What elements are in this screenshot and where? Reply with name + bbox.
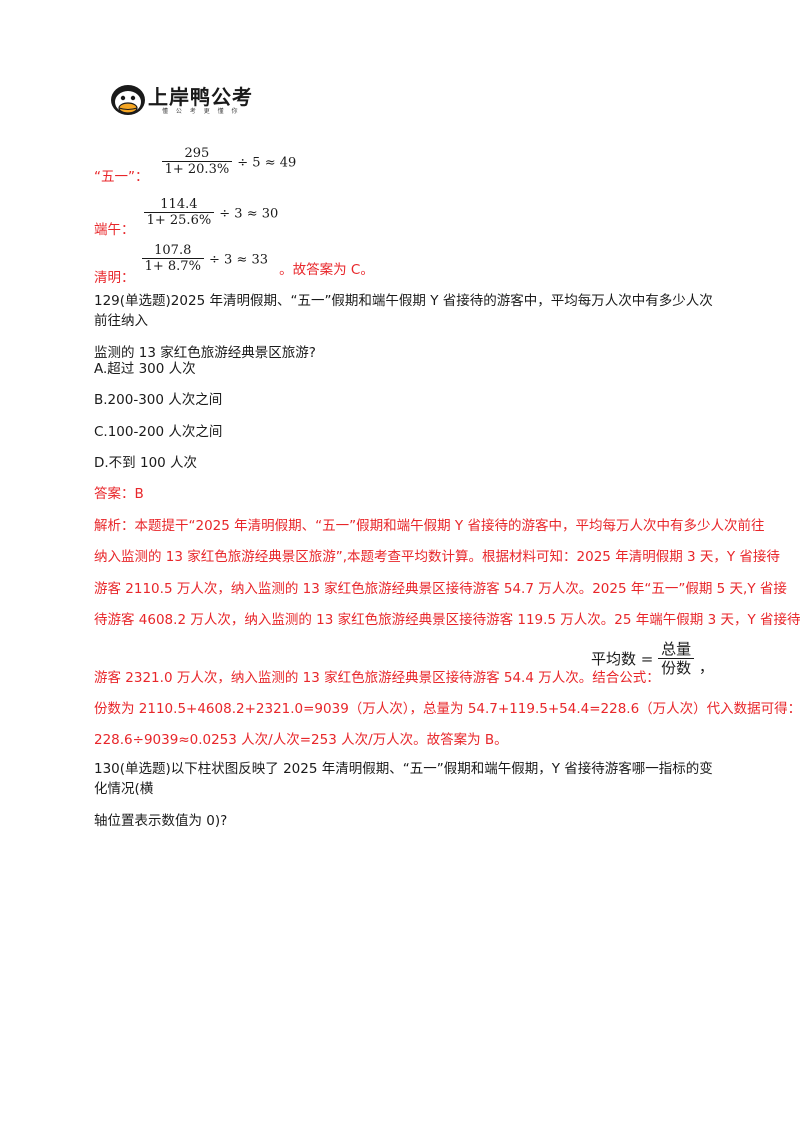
- option-d[interactable]: D.不到 100 人次: [94, 455, 198, 471]
- question-129-stem: 129(单选题)2025 年清明假期、“五一”假期和端午假期 Y 省接待的游客中…: [94, 291, 714, 363]
- formula-fraction: 107.8 1+ 8.7%: [141, 243, 204, 275]
- formula-label: 清明：: [94, 269, 135, 286]
- logo-name: 上岸鸭公考: [148, 85, 253, 109]
- formula-numerator: 295: [161, 146, 233, 162]
- formula-numerator: 总量: [658, 640, 695, 659]
- stem-line: 监测的 13 家红色旅游经典景区旅游?: [94, 345, 316, 361]
- formula-denominator: 1+ 25.6%: [146, 213, 212, 228]
- analysis-line: 解析：本题提干“2025 年清明假期、“五一”假期和端午假期 Y 省接待的游客中…: [94, 518, 765, 534]
- question-130-stem: 130(单选题)以下柱状图反映了 2025 年清明假期、“五一”假期和端午假期，…: [94, 759, 714, 831]
- formula-label: “五一”：: [94, 168, 149, 185]
- option-c[interactable]: C.100-200 人次之间: [94, 424, 223, 440]
- formula-wuyi: “五一”： 295 1+ 20.3% ÷ 5 ≈ 49: [94, 146, 297, 185]
- formula-duanwu: 端午： 114.4 1+ 25.6% ÷ 3 ≈ 30: [94, 197, 279, 238]
- analysis-line: 纳入监测的 13 家红色旅游经典景区旅游”,本题考查平均数计算。根据材料可知：2…: [94, 549, 780, 565]
- formula-lhs: 平均数 =: [591, 650, 654, 668]
- option-b[interactable]: B.200-300 人次之间: [94, 392, 223, 408]
- answer-text: 答案：B: [94, 486, 144, 502]
- formula-label: 端午：: [94, 221, 135, 238]
- analysis-line: 游客 2321.0 万人次，纳入监测的 13 家红色旅游经典景区接待游客 54.…: [94, 670, 660, 686]
- formula-tail: ÷ 5 ≈ 49: [237, 155, 297, 171]
- formula-tail: ÷ 3 ≈ 33: [209, 252, 269, 268]
- formula-numerator: 107.8: [141, 243, 204, 259]
- formula-qingming: 清明： 107.8 1+ 8.7% ÷ 3 ≈ 33 。故答案为 C。: [94, 243, 374, 286]
- formula-fraction: 114.4 1+ 25.6%: [143, 197, 215, 229]
- formula-denominator: 份数: [661, 659, 692, 677]
- analysis-line: 游客 2110.5 万人次，纳入监测的 13 家红色旅游经典景区接待游客 54.…: [94, 581, 787, 597]
- brand-logo: 上岸鸭公考 懂 公 考 更 懂 你: [108, 78, 258, 120]
- stem-line: 129(单选题)2025 年清明假期、“五一”假期和端午假期 Y 省接待的游客中…: [94, 293, 713, 329]
- average-formula: 平均数 = 总量 份数 ，: [591, 640, 714, 677]
- stem-line: 130(单选题)以下柱状图反映了 2025 年清明假期、“五一”假期和端午假期，…: [94, 761, 713, 797]
- formula-numerator: 114.4: [143, 197, 215, 213]
- formula-fraction: 295 1+ 20.3%: [161, 146, 233, 178]
- analysis-line: 228.6÷9039≈0.0253 人次/人次=253 人次/万人次。故答案为 …: [94, 732, 508, 748]
- formula-tail: ，: [698, 658, 714, 676]
- formula-denominator: 1+ 20.3%: [164, 162, 230, 177]
- formula-conclusion: 。故答案为 C。: [279, 261, 374, 278]
- duck-icon: [111, 85, 145, 115]
- logo-slogan: 懂 公 考 更 懂 你: [162, 108, 241, 115]
- formula-tail: ÷ 3 ≈ 30: [219, 206, 279, 222]
- stem-line: 轴位置表示数值为 0)?: [94, 813, 228, 829]
- analysis-line: 份数为 2110.5+4608.2+2321.0=9039（万人次），总量为 5…: [94, 701, 800, 717]
- formula-fraction: 总量 份数: [658, 640, 695, 677]
- formula-denominator: 1+ 8.7%: [144, 259, 201, 274]
- option-a[interactable]: A.超过 300 人次: [94, 361, 196, 377]
- analysis-line: 待游客 4608.2 万人次，纳入监测的 13 家红色旅游经典景区接待游客 11…: [94, 612, 800, 628]
